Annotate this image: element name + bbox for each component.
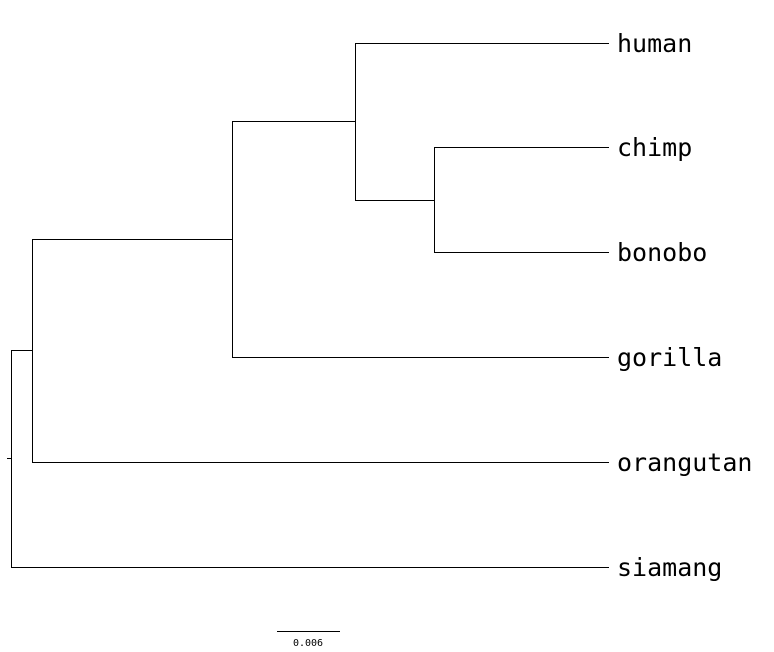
leaf-label-gorilla: gorilla bbox=[617, 343, 722, 372]
leaf-label-orangutan: orangutan bbox=[617, 448, 752, 477]
leaf-label-human: human bbox=[617, 29, 692, 58]
leaf-label-bonobo: bonobo bbox=[617, 238, 707, 267]
leaf-label-siamang: siamang bbox=[617, 553, 722, 582]
leaf-label-chimp: chimp bbox=[617, 133, 692, 162]
scale-bar-label: 0.006 bbox=[293, 638, 323, 649]
